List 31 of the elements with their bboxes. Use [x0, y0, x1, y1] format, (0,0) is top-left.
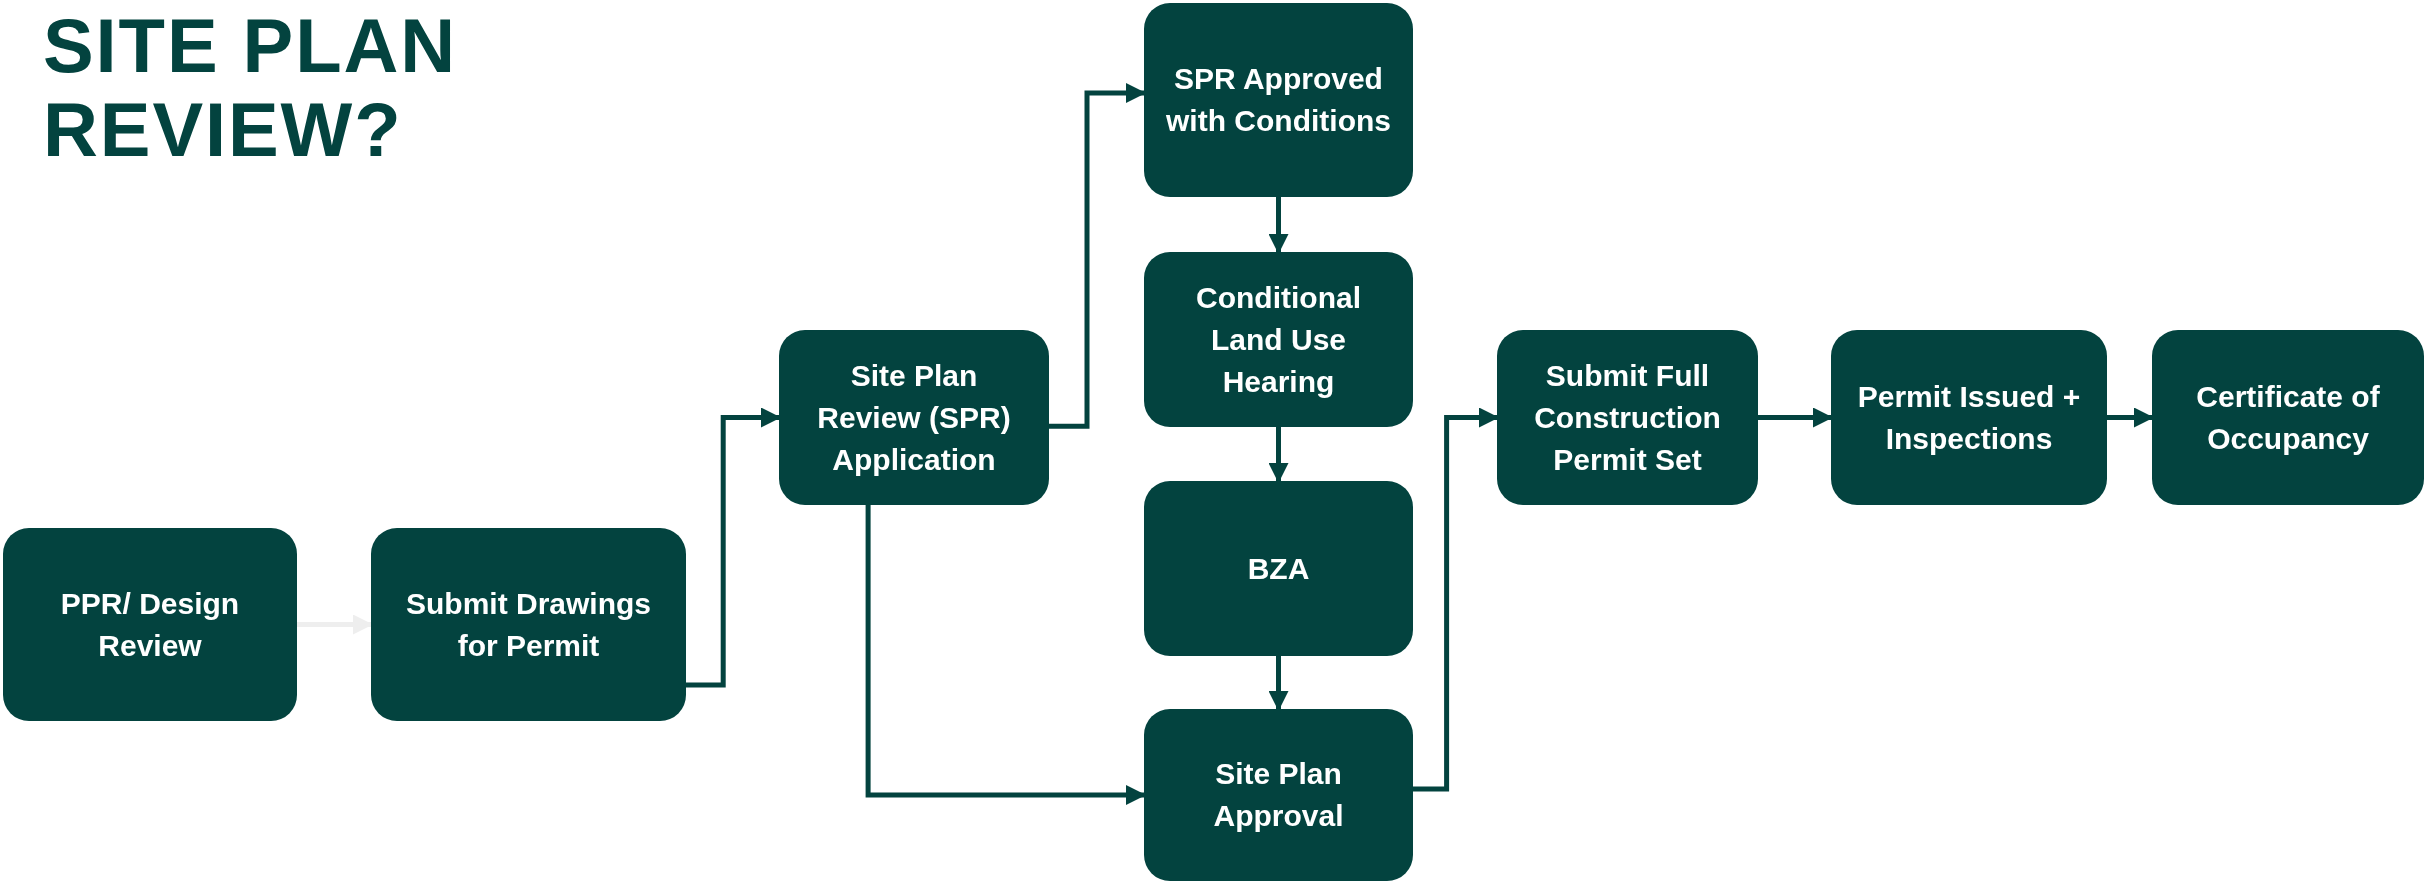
process-box	[779, 330, 1049, 505]
arrow	[2107, 407, 2154, 428]
arrow	[1049, 83, 1146, 429]
box-label: Conditional Land Use Hearing	[1195, 279, 1362, 400]
arrow	[1758, 407, 1833, 428]
box-label: SPR Approved with Conditions	[1165, 61, 1392, 139]
process-box	[3, 528, 297, 721]
process-box	[371, 528, 686, 721]
process-box	[2152, 330, 2424, 505]
arrow	[1268, 656, 1289, 711]
box-label: BZA	[1247, 550, 1310, 587]
process-box	[1144, 709, 1413, 881]
process-box	[1144, 481, 1413, 656]
box-label: Permit Issued + Inspections	[1856, 378, 2082, 457]
box-label: Certificate of Occupancy	[2195, 378, 2381, 457]
title: SITE PLAN REVIEW?	[43, 4, 459, 172]
box-label: Site Plan Review (SPR) Application	[816, 357, 1012, 478]
arrow	[686, 407, 781, 688]
arrow	[297, 614, 373, 635]
box-label: Site Plan Approval	[1212, 756, 1345, 834]
process-box	[1831, 330, 2107, 505]
arrow	[865, 505, 1146, 805]
process-box	[1144, 252, 1413, 427]
arrow	[1413, 407, 1499, 792]
arrow	[1268, 197, 1289, 254]
arrow	[1268, 427, 1289, 483]
box-label: PPR/ Design Review	[59, 585, 241, 664]
box-label: Submit Full Construction Permit Set	[1533, 357, 1722, 478]
process-box	[1144, 3, 1413, 197]
process-box	[1497, 330, 1758, 505]
box-label: Submit Drawings for Permit	[405, 585, 652, 664]
